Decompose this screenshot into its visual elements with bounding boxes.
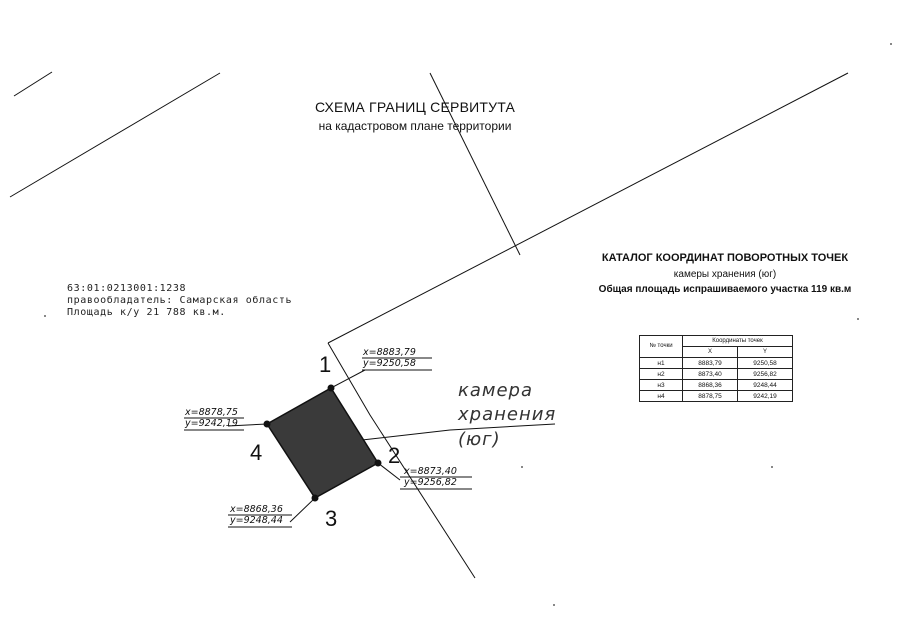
row-point: н4 (639, 390, 683, 402)
boundary-line-a (13, 71, 53, 97)
table-row: н2 8873,40 9256,82 (639, 368, 794, 380)
zone-label-line-2: хранения (458, 404, 557, 425)
vertex-2 (374, 459, 382, 467)
leader-point-1 (330, 369, 366, 389)
leader-zone-under (449, 423, 556, 431)
boundary-line-c (429, 72, 521, 256)
vertex-1 (327, 384, 335, 392)
scan-speck (890, 43, 892, 45)
point-1-x: x=8883,79 (363, 347, 416, 358)
leader-zone (361, 429, 451, 441)
row-x: 8873,40 (682, 368, 738, 380)
parcel-cadastral-number: 63:01:0213001:1238 (67, 283, 187, 294)
col-point-header: № точки (639, 335, 683, 358)
point-2-x: x=8873,40 (404, 466, 457, 477)
row-x: 8878,75 (682, 390, 738, 402)
parcel-area: Площадь к/у 21 788 кв.м. (67, 307, 226, 318)
leader-point-4 (227, 423, 268, 427)
point-4-y: y=9242,19 (185, 418, 238, 429)
row-x: 8883,79 (682, 357, 738, 369)
vertex-4 (263, 420, 271, 428)
boundary-line-e (327, 342, 476, 579)
zone-label-line-1: камера (458, 380, 534, 401)
point-number-3: 3 (325, 506, 338, 531)
parcel-owner: правообладатель: Самарская область (67, 295, 293, 306)
row-point: н3 (639, 379, 683, 391)
scan-speck (44, 315, 46, 317)
scan-speck (521, 466, 523, 468)
row-y: 9250,58 (736, 357, 794, 369)
leader-point-2 (377, 462, 401, 481)
boundary-line-b (9, 72, 221, 198)
scan-speck (553, 604, 555, 606)
boundary-line-d (327, 72, 849, 344)
point-4-x: x=8878,75 (185, 407, 238, 418)
catalog-area: Общая площадь испрашиваемого участка 119… (598, 284, 852, 295)
point-number-1: 1 (319, 352, 332, 377)
catalog-object: камеры хранения (юг) (673, 269, 777, 280)
point-2-coords: x=8873,40 y=9256,82 (404, 466, 457, 488)
point-3-y: y=9248,44 (230, 515, 283, 526)
table-row: н3 8868,36 9248,44 (639, 379, 794, 391)
row-x: 8868,36 (682, 379, 738, 391)
row-y: 9256,82 (736, 368, 794, 380)
point-number-2: 2 (388, 443, 401, 468)
page-subtitle: на кадастровом плане территории (318, 119, 512, 133)
row-y: 9248,44 (736, 379, 794, 391)
point-3-x: x=8868,36 (230, 504, 283, 515)
leader-point-3 (289, 497, 316, 523)
point-3-coords: x=8868,36 y=9248,44 (230, 504, 283, 526)
point-1-coords: x=8883,79 y=9250,58 (363, 347, 416, 369)
table-row: н4 8878,75 9242,19 (639, 390, 794, 402)
servitude-polygon (265, 386, 380, 499)
row-point: н1 (639, 357, 683, 369)
page-title: СХЕМА ГРАНИЦ СЕРВИТУТА (314, 99, 516, 115)
col-y-header: Y (736, 346, 794, 358)
point-2-y: y=9256,82 (404, 477, 457, 488)
zone-label-line-3: (юг) (458, 429, 501, 450)
scan-speck (857, 318, 859, 320)
point-4-coords: x=8878,75 y=9242,19 (185, 407, 238, 429)
row-point: н2 (639, 368, 683, 380)
catalog-title: КАТАЛОГ КООРДИНАТ ПОВОРОТНЫХ ТОЧЕК (601, 252, 849, 264)
coordinates-table: № точки Координаты точек X Y н1 8883,79 … (639, 335, 794, 402)
scan-speck (771, 466, 773, 468)
point-1-y: y=9250,58 (363, 358, 416, 369)
table-row: н1 8883,79 9250,58 (639, 357, 794, 369)
vertex-3 (311, 494, 319, 502)
row-y: 9242,19 (736, 390, 794, 402)
col-x-header: X (682, 346, 738, 358)
point-number-4: 4 (250, 440, 263, 465)
col-coords-header: Координаты точек (682, 335, 793, 347)
